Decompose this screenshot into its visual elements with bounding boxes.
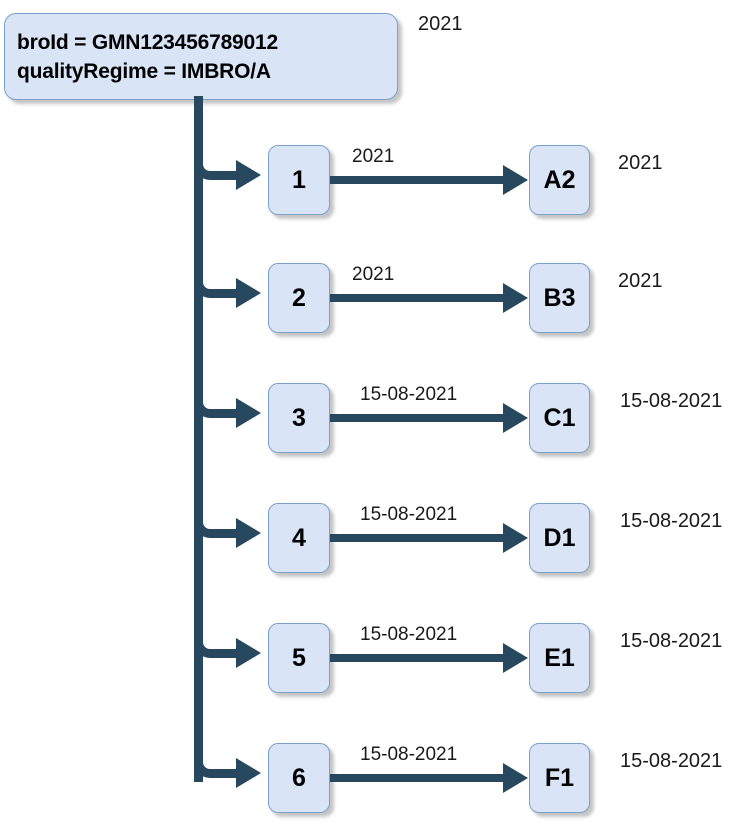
branch-stub-3 [216, 409, 239, 418]
edge-shaft-4 [330, 534, 515, 542]
trailing-label-3: 15-08-2021 [620, 390, 723, 412]
edge-arrowhead-5 [503, 643, 528, 673]
branch-arrowhead-3 [236, 398, 261, 428]
edge-shaft-1 [330, 176, 515, 184]
right-node-6[interactable]: F1 [529, 743, 590, 813]
edge-arrowhead-1 [503, 165, 528, 195]
root-node[interactable]: broId = GMN123456789012 qualityRegime = … [4, 13, 398, 100]
right-node-2-label: B3 [543, 283, 576, 312]
edge-arrowhead-3 [503, 403, 528, 433]
branch-stub-6 [216, 769, 239, 778]
right-node-6-label: F1 [544, 763, 575, 792]
branch-arrowhead-6 [236, 758, 261, 788]
left-node-5[interactable]: 5 [268, 623, 330, 693]
branch-arrowhead-5 [236, 638, 261, 668]
branch-stub-1 [216, 171, 239, 180]
edge-shaft-6 [330, 774, 515, 782]
edge-label-6: 15-08-2021 [360, 744, 458, 765]
left-node-3-label: 3 [292, 403, 306, 432]
right-node-1[interactable]: A2 [529, 145, 590, 215]
right-node-1-label: A2 [543, 165, 576, 194]
left-node-1-label: 1 [292, 165, 306, 194]
edge-shaft-2 [330, 294, 515, 302]
edge-label-3: 15-08-2021 [360, 384, 458, 405]
left-node-4[interactable]: 4 [268, 503, 330, 573]
left-node-2[interactable]: 2 [268, 263, 330, 333]
edge-arrowhead-4 [503, 523, 528, 553]
root-trailing-label: 2021 [418, 13, 463, 35]
trailing-label-4: 15-08-2021 [620, 510, 723, 532]
right-node-2[interactable]: B3 [529, 263, 590, 333]
left-node-1[interactable]: 1 [268, 145, 330, 215]
edge-arrowhead-6 [503, 763, 528, 793]
edge-label-4: 15-08-2021 [360, 504, 458, 525]
right-node-3-label: C1 [543, 403, 576, 432]
branch-arrowhead-2 [236, 278, 261, 308]
edge-shaft-5 [330, 654, 515, 662]
left-node-4-label: 4 [292, 523, 306, 552]
trunk-vertical-line [194, 96, 203, 782]
right-node-4-label: D1 [543, 523, 576, 552]
edge-label-2: 2021 [352, 264, 395, 285]
left-node-6-label: 6 [292, 763, 306, 792]
left-node-3[interactable]: 3 [268, 383, 330, 453]
edge-shaft-3 [330, 414, 515, 422]
branch-elbow-6 [194, 750, 222, 778]
branch-elbow-4 [194, 510, 222, 538]
root-node-line-broid: broId = GMN123456789012 [17, 30, 278, 54]
branch-stub-4 [216, 529, 239, 538]
trailing-label-5: 15-08-2021 [620, 630, 723, 652]
branch-elbow-3 [194, 390, 222, 418]
right-node-4[interactable]: D1 [529, 503, 590, 573]
trailing-label-1: 2021 [618, 152, 663, 174]
edge-label-1: 2021 [352, 146, 395, 167]
left-node-5-label: 5 [292, 643, 306, 672]
root-node-line-qualityregime: qualityRegime = IMBRO/A [17, 59, 271, 83]
branch-arrowhead-1 [236, 160, 261, 190]
branch-elbow-1 [194, 152, 222, 180]
branch-elbow-2 [194, 270, 222, 298]
edge-arrowhead-2 [503, 283, 528, 313]
branch-arrowhead-4 [236, 518, 261, 548]
trailing-label-6: 15-08-2021 [620, 750, 723, 772]
right-node-3[interactable]: C1 [529, 383, 590, 453]
left-node-6[interactable]: 6 [268, 743, 330, 813]
left-node-2-label: 2 [292, 283, 306, 312]
trailing-label-2: 2021 [618, 270, 663, 292]
right-node-5[interactable]: E1 [529, 623, 590, 693]
branch-stub-2 [216, 289, 239, 298]
branch-elbow-5 [194, 630, 222, 658]
branch-stub-5 [216, 649, 239, 658]
right-node-5-label: E1 [544, 643, 575, 672]
edge-label-5: 15-08-2021 [360, 624, 458, 645]
